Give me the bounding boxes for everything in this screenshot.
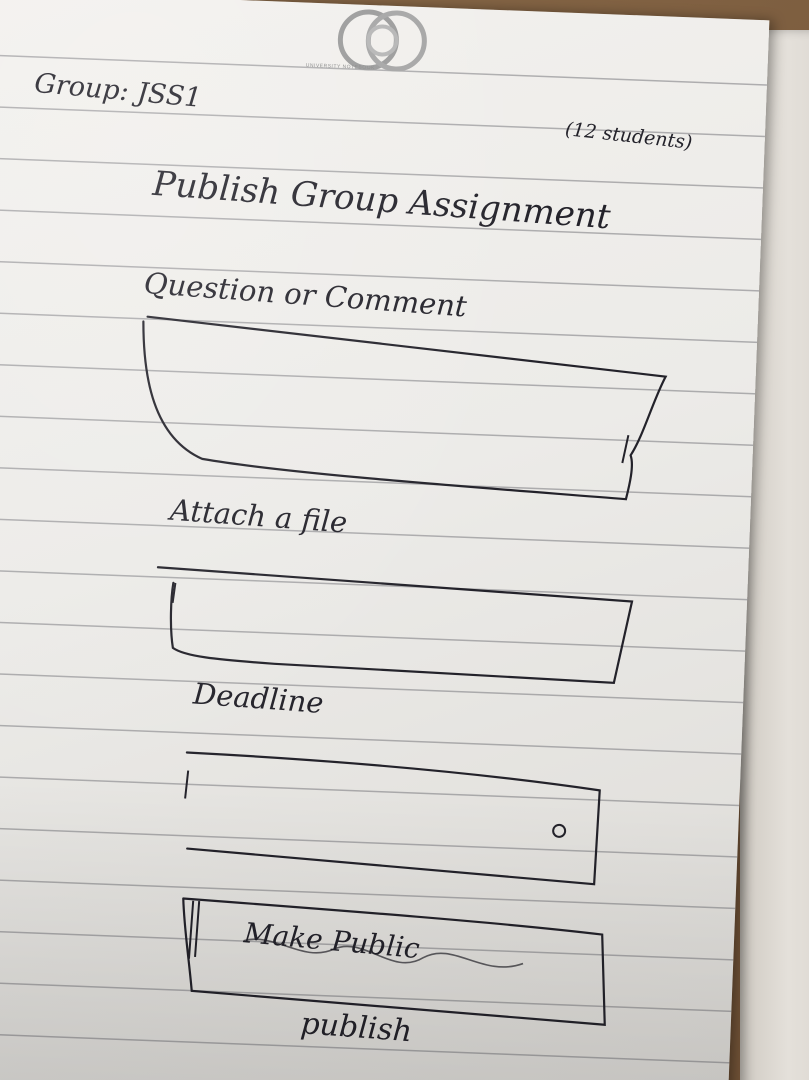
question-box-cursor — [621, 435, 630, 464]
calendar-icon[interactable] — [552, 823, 567, 838]
ink-sketch-layer — [137, 315, 668, 1026]
notebook-page: UNIVERSITY NOTEBOOK Group: JSS1 (12 stud… — [0, 0, 770, 1080]
attach-input-box[interactable] — [154, 566, 634, 684]
notebook-logo — [337, 9, 427, 72]
publish-label-scribble — [243, 938, 524, 968]
publish-button-box[interactable] — [179, 897, 609, 1026]
deadline-input-box[interactable] — [182, 751, 601, 886]
attach-box-cursor — [171, 582, 177, 603]
question-input-box[interactable] — [137, 315, 668, 501]
publish-button-marker — [187, 900, 201, 959]
deadline-box-cursor — [184, 770, 190, 799]
